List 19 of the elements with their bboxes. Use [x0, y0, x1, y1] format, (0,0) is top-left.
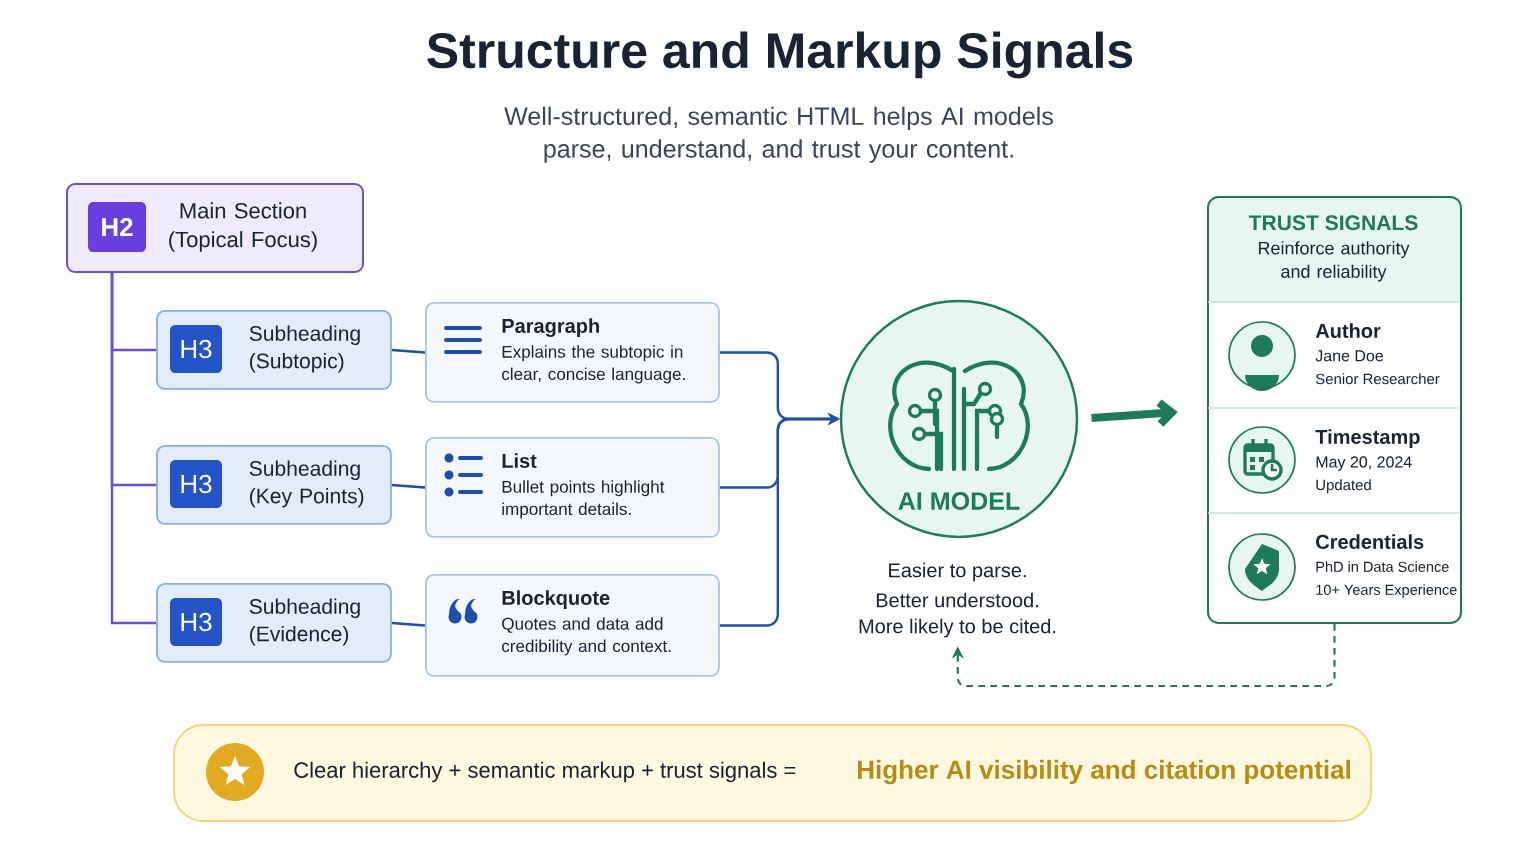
signal-row: Credentials PhD in Data Science 10+ Years Experience — [1207, 512, 1460, 598]
summary-banner: Clear hierarchy + semantic markup + trust signals = Higher AI visibility and citation potential — [173, 724, 1372, 822]
signal-row: Timestamp May 20, 2024 Updated — [1207, 407, 1460, 494]
title: Structure and Markup Signals — [427, 31, 1133, 79]
connector — [391, 621, 426, 627]
result-caption: Easier to parse. Better understood. More likely to be cited. — [859, 562, 1056, 638]
heading-box: H3 Subheading (Evidence) — [156, 583, 392, 663]
connector — [391, 483, 426, 489]
heading-box: H3 Subheading (Subtopic) — [156, 310, 392, 390]
connector — [951, 624, 1336, 688]
element-box: List Bullet points highlight important details. — [425, 437, 720, 538]
subtitle: Well-structured, semantic HTML helps AI models parse, understand, and trust your content. — [504, 106, 1053, 163]
connector — [110, 273, 156, 625]
heading-box: H3 Subheading (Key Points) — [156, 445, 392, 525]
element-box: Paragraph Explains the subtopic in clear, concise language. — [425, 302, 720, 403]
signal-row: Author Jane Doe Senior Researcher — [1207, 301, 1460, 385]
section-box: H2 Main Section (Topical Focus) — [66, 183, 364, 273]
connector — [391, 348, 426, 354]
element-box: Blockquote Quotes and data add credibility and context. — [425, 574, 720, 677]
